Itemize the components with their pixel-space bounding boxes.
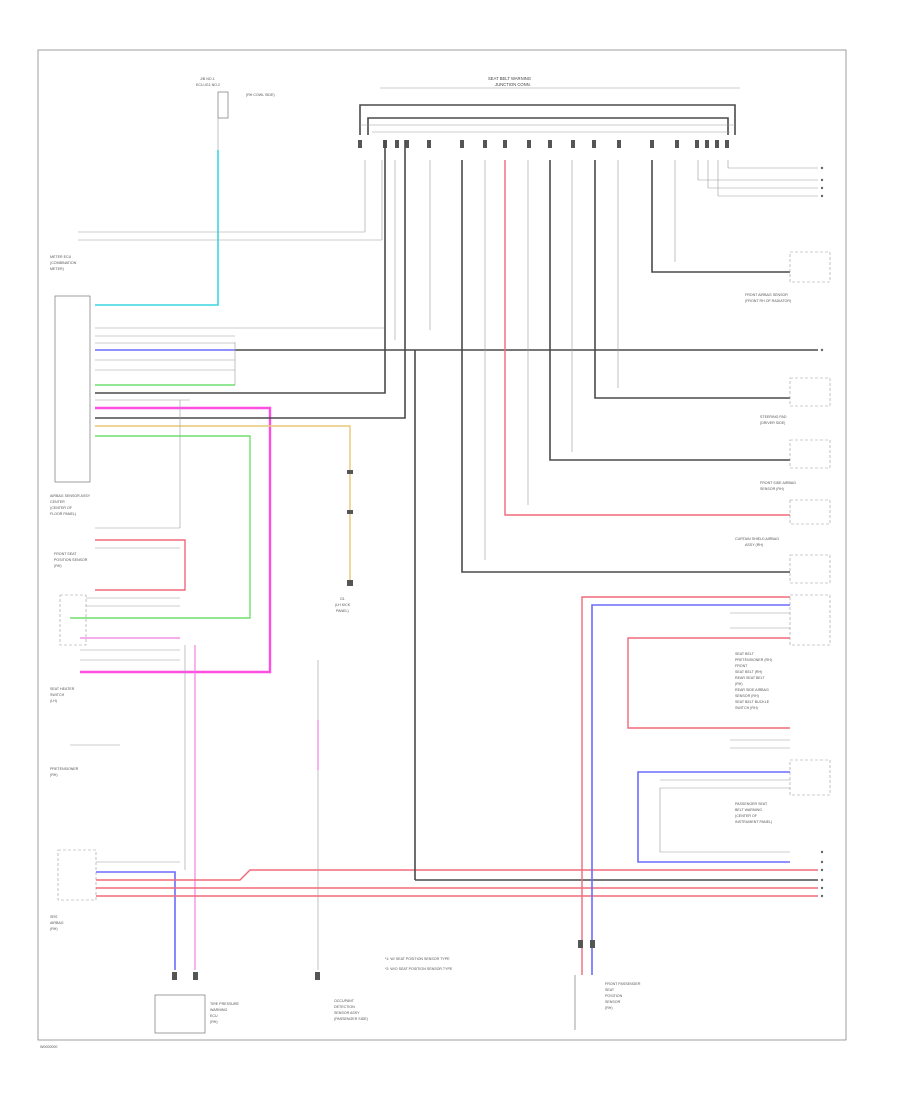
- rear-belt-label-2: PRETENSIONER (RH): [735, 658, 772, 662]
- right-terminal-markers: [820, 166, 824, 898]
- ground-g1: G1 (LH KICK PANEL): [335, 470, 353, 613]
- bottom-right-label-3: POSITION: [605, 994, 623, 998]
- rear-belt-label-4: SEAT BELT (RH): [735, 670, 762, 674]
- airbag-sensor-assy: AIRBAG SENSOR ASSY CENTER (CENTER OF FLO…: [50, 295, 91, 516]
- diagram-notes: *1: W/ SEAT POSITION SENSOR TYPE *2: W/O…: [385, 957, 453, 971]
- airbag-sensor-label-1: AIRBAG SENSOR ASSY: [50, 494, 91, 498]
- bottom-right-label-1: FRONT PASSENGER: [605, 982, 641, 986]
- timing-sensor-label-2: WARNING: [210, 1008, 227, 1012]
- airbag-sensor-label-4: FLOOR PANEL): [50, 512, 76, 516]
- front-airbag-sensor: FRONT AIRBAG SENSOR (FRONT RH OF RADIATO…: [745, 251, 831, 303]
- ground-label-2: (LH KICK: [335, 603, 351, 607]
- rear-belt-label-1: SEAT BELT: [735, 652, 755, 656]
- left-lower-label-3: (RH): [50, 927, 58, 931]
- left-lower-label-2: AIRBAG: [50, 921, 64, 925]
- rear-seat-belt-group: SEAT BELT PRETENSIONER (RH) FRONT SEAT B…: [735, 594, 831, 710]
- front-seat-label-2: POSITION SENSOR: [54, 558, 88, 562]
- bottom-right-label-5: (RH): [605, 1006, 613, 1010]
- fuse-label-3: (RH COWL SIDE): [246, 93, 275, 97]
- pretensioner-label-1: PRETENSIONER: [50, 767, 79, 771]
- diagram-frame: [37, 49, 847, 1041]
- seat-heater-switch: SEAT HEATER SWITCH (LH): [50, 594, 180, 703]
- rear-belt-label-5: REAR SEAT BELT: [735, 676, 766, 680]
- passenger-seat-sensor: PASSENGER SEAT BELT WARNING (CENTER OF I…: [735, 759, 831, 824]
- front-airbag-label-1: FRONT AIRBAG SENSOR: [745, 293, 788, 297]
- front-airbag-label-2: (FRONT RH OF RADIATOR): [745, 299, 791, 303]
- rear-belt-label-3: FRONT: [735, 664, 748, 668]
- occupant-detection-sensor: OCCUPANT DETECTION SENSOR ASSY (PASSENGE…: [315, 972, 368, 1021]
- occupant-detect-label-4: (PASSENGER SIDE): [334, 1017, 368, 1021]
- side-airbag-rh-label-2: (DRIVER SIDE): [760, 421, 785, 425]
- meter-label-3: METER): [50, 267, 64, 271]
- timing-sensor-label-1: TIRE PRESSURE: [210, 1002, 240, 1006]
- occupant-detect-label-2: DETECTION: [334, 1005, 355, 1009]
- curtain-shield-label-2: ASSY (RH): [745, 543, 763, 547]
- passenger-sensor-label-4: INSTRUMENT PANEL): [735, 820, 772, 824]
- pretensioner-label-2: (RH): [50, 773, 58, 777]
- side-airbag-sensor-label-1: FRONT SIDE AIRBAG: [760, 481, 796, 485]
- side-airbag-rh: STEERING PAD (DRIVER SIDE): [760, 377, 831, 425]
- seat-heater-label-1: SEAT HEATER: [50, 687, 75, 691]
- ground-label-1: G1: [340, 597, 345, 601]
- timing-sensor-label-4: (RH): [210, 1020, 218, 1024]
- rear-belt-label-6: (RH): [735, 682, 743, 686]
- rear-belt-label-9: SEAT BELT BUCKLE: [735, 700, 770, 704]
- upper-junction-label-1: SEAT BELT WARNING: [488, 76, 531, 81]
- bottom-right-label-2: SEAT: [605, 988, 615, 992]
- upper-pin-row: [358, 140, 729, 148]
- seat-heater-label-2: SWITCH: [50, 693, 65, 697]
- upper-junction-label-2: JUNCTION CONN.: [495, 82, 531, 87]
- front-seat-sensor: FRONT SEAT POSITION SENSOR (RH): [54, 400, 186, 591]
- cyan-wire: [95, 150, 219, 306]
- front-seat-label-1: FRONT SEAT: [54, 552, 77, 556]
- front-seat-label-3: (RH): [54, 564, 62, 568]
- passenger-sensor-label-1: PASSENGER SEAT: [735, 802, 768, 806]
- side-airbag-sensor: FRONT SIDE AIRBAG SENSOR (RH): [760, 439, 831, 491]
- curtain-shield-airbag: CURTAIN SHIELD AIRBAG ASSY (RH): [735, 499, 831, 584]
- fuse-label-2: ECU-IG1 NO.2: [196, 83, 220, 87]
- pretensioner-rh: PRETENSIONER (RH): [50, 744, 120, 777]
- seat-heater-label-3: (LH): [50, 699, 57, 703]
- meter-label-2: (COMBINATION: [50, 261, 77, 265]
- note-1: *1: W/ SEAT POSITION SENSOR TYPE: [385, 957, 450, 961]
- airbag-sensor-label-3: (CENTER OF: [50, 506, 73, 510]
- ground-label-3: PANEL): [336, 609, 349, 613]
- tire-pressure-ecu: TIRE PRESSURE WARNING ECU (RH): [154, 972, 240, 1034]
- front-passenger-seat-sensor: FRONT PASSENGER SEAT POSITION SENSOR (RH…: [574, 940, 641, 1030]
- passenger-sensor-label-3: (CENTER OF: [735, 814, 758, 818]
- passenger-sensor-label-2: BELT WARNING: [735, 808, 762, 812]
- note-2: *2: W/O SEAT POSITION SENSOR TYPE: [385, 967, 453, 971]
- rear-belt-label-8: SENSOR (RH): [735, 694, 759, 698]
- fuse-label-1: J/B NO.1: [200, 77, 215, 81]
- side-airbag-rh-label-1: STEERING PAD: [760, 415, 787, 419]
- meter-connector: METER ECU (COMBINATION METER): [50, 160, 383, 271]
- bottom-right-label-4: SENSOR: [605, 1000, 621, 1004]
- fuse-block: J/B NO.1 ECU-IG1 NO.2 (RH COWL SIDE): [196, 77, 275, 150]
- timing-sensor-label-3: ECU: [210, 1014, 218, 1018]
- meter-label-1: METER ECU: [50, 255, 72, 259]
- curtain-shield-label-1: CURTAIN SHIELD AIRBAG: [735, 537, 779, 541]
- left-lower-label-1: SRS: [50, 915, 58, 919]
- side-airbag-sensor-label-2: SENSOR (RH): [760, 487, 784, 491]
- footer-id: W0000000: [40, 1045, 57, 1049]
- occupant-detect-label-3: SENSOR ASSY: [334, 1011, 360, 1015]
- airbag-sensor-label-2: CENTER: [50, 500, 65, 504]
- occupant-detect-label-1: OCCUPANT: [334, 999, 355, 1003]
- rear-belt-label-10: SWITCH (RH): [735, 706, 758, 710]
- left-lower-connector: SRS AIRBAG (RH): [50, 350, 818, 970]
- upper-junction-connector: SEAT BELT WARNING JUNCTION CONN.: [359, 76, 740, 135]
- rear-belt-label-7: REAR SIDE AIRBAG: [735, 688, 769, 692]
